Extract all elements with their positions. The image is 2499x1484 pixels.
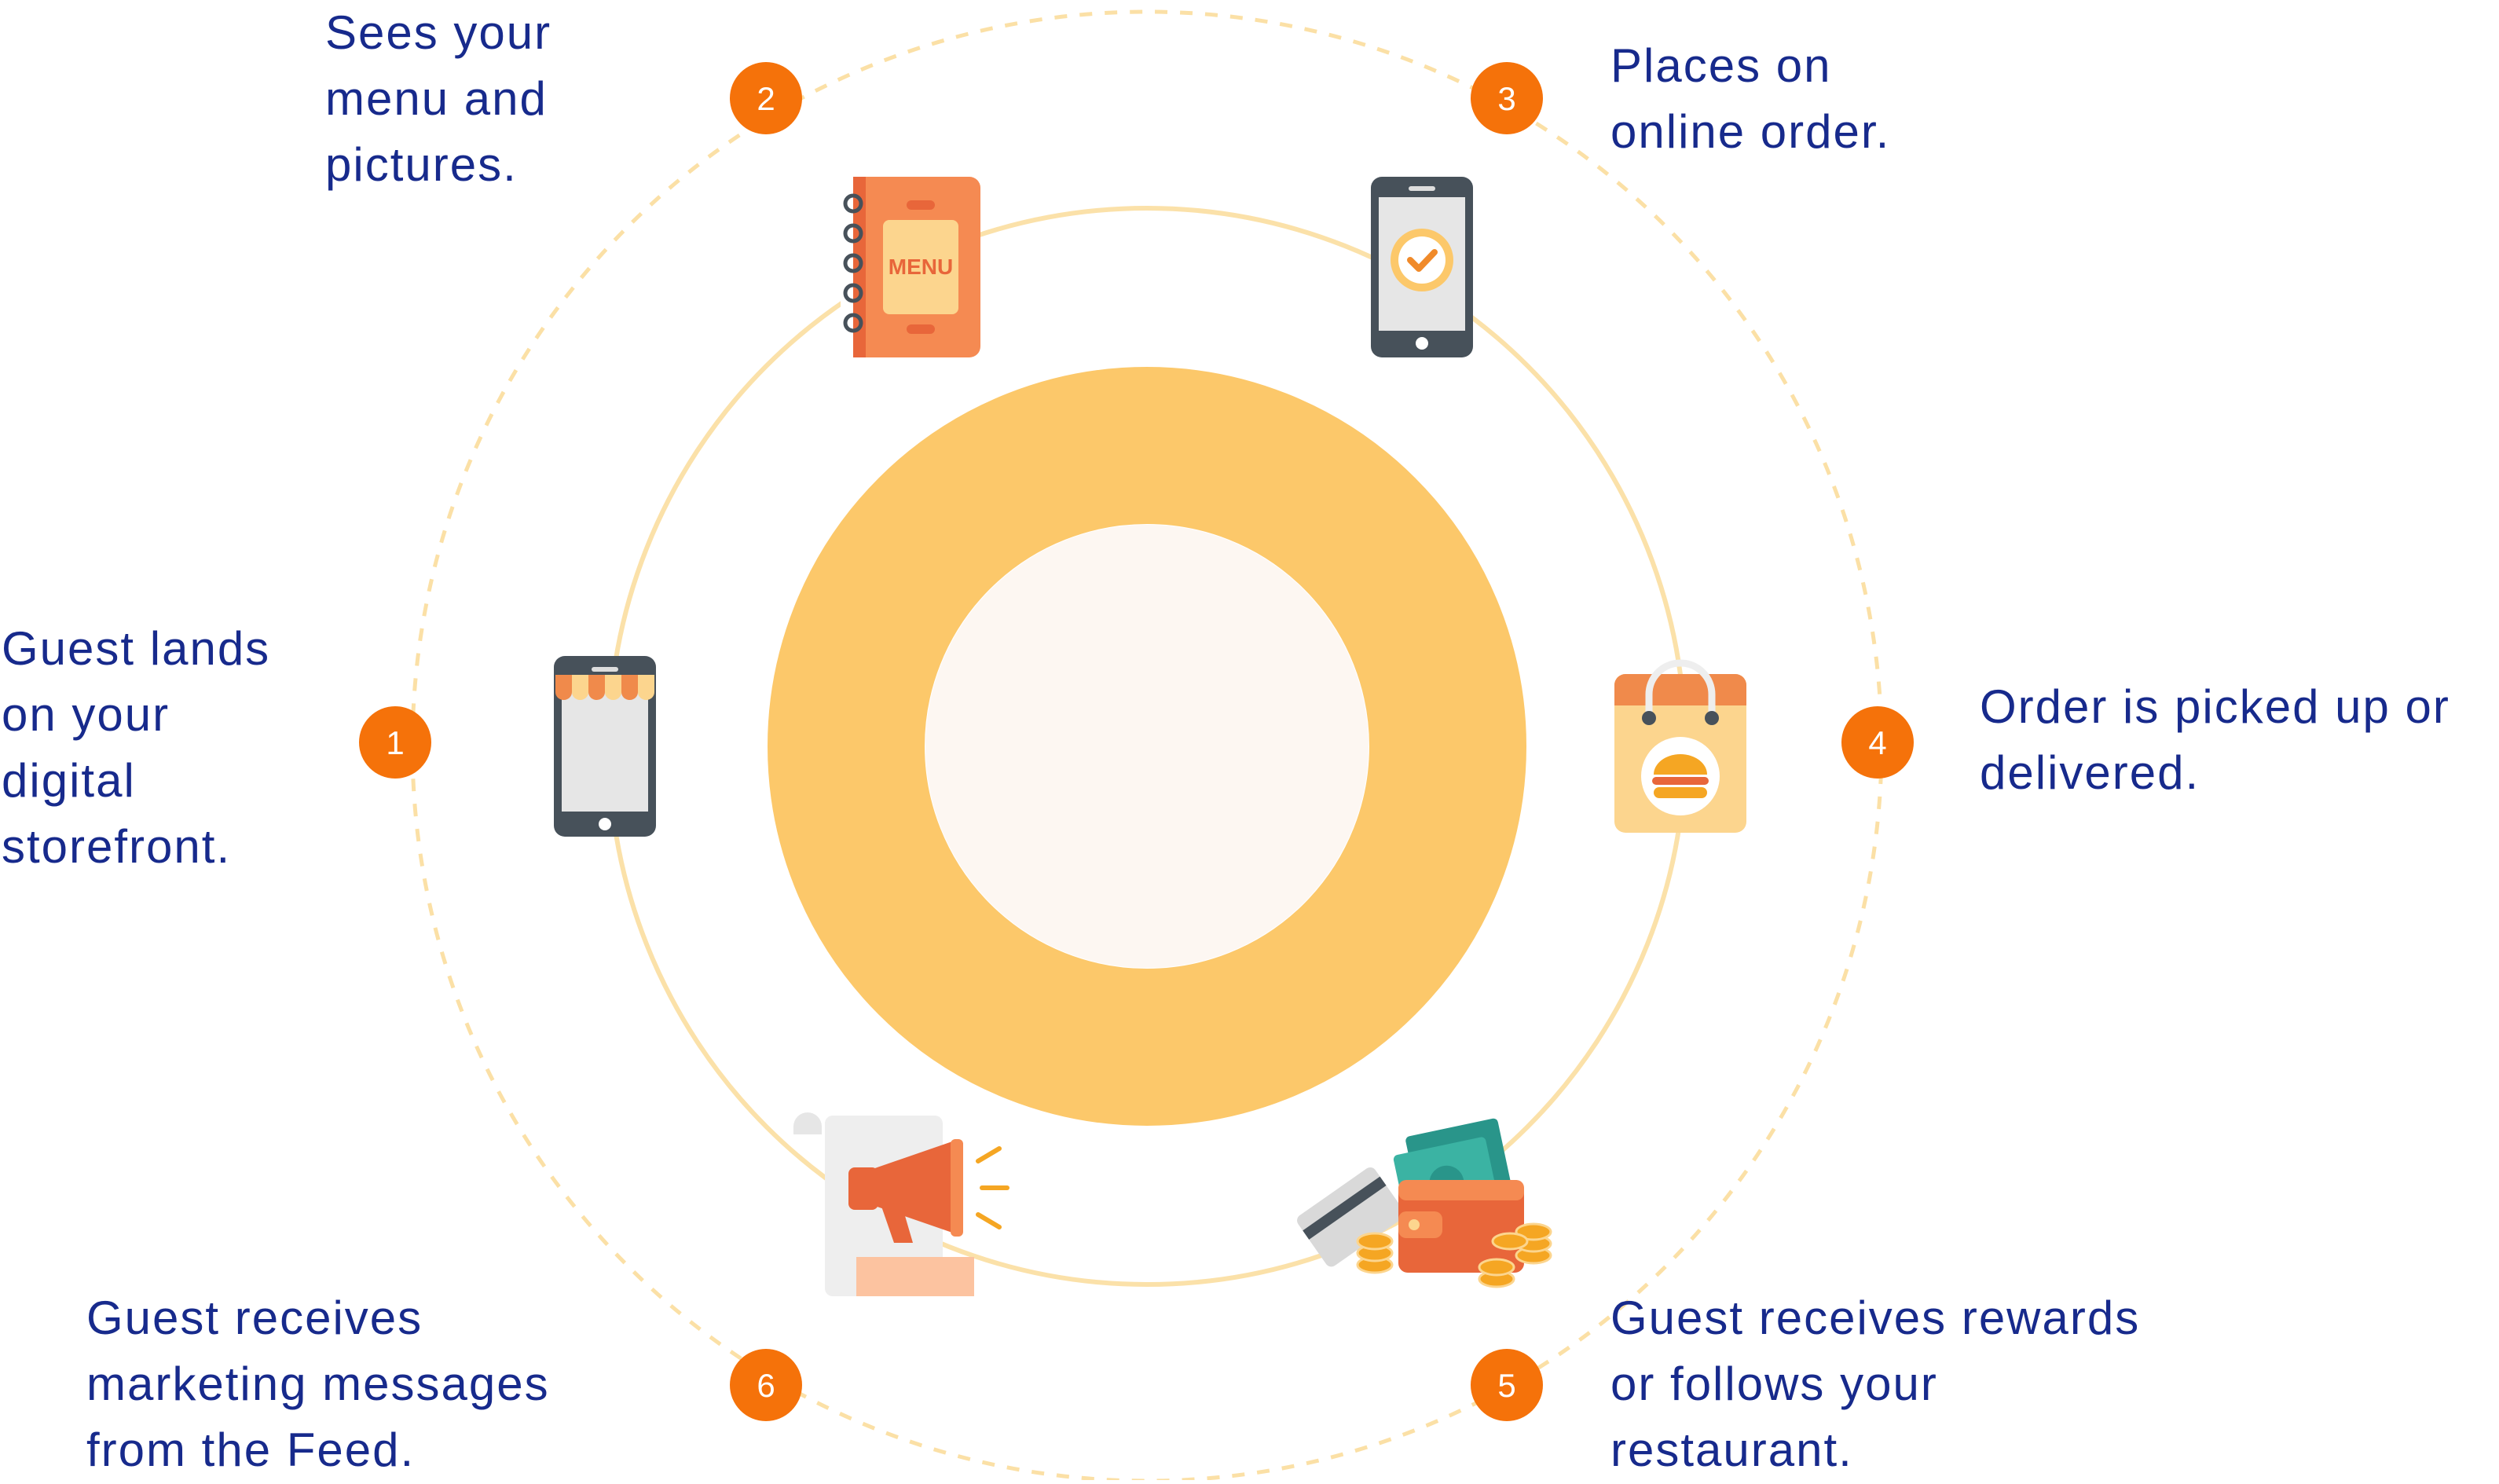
step-2-number: 2 — [757, 80, 775, 117]
wallet-money-icon — [1297, 1118, 1552, 1288]
center-donut — [768, 367, 1526, 1126]
takeout-bag-icon — [1614, 659, 1746, 833]
step-2-line: pictures. — [325, 138, 518, 191]
step-5-line: restaurant. — [1610, 1424, 1853, 1476]
step-4-text: Order is picked up or delivered. — [1980, 674, 2450, 806]
step-5-badge — [1471, 1349, 1543, 1421]
step-6-text: Guest receives marketing messages from t… — [86, 1285, 550, 1483]
donut-center — [925, 525, 1369, 968]
step-4-badge — [1841, 706, 1914, 779]
step-6-badge — [730, 1349, 802, 1421]
step-6-line: from the Feed. — [86, 1424, 416, 1476]
step-4-number: 4 — [1868, 724, 1886, 761]
megaphone-scroll-icon — [793, 1112, 1009, 1296]
step-3-text: Places on online order. — [1610, 33, 1890, 165]
step-2-badge — [730, 62, 802, 134]
step-1-line: on your — [2, 688, 170, 741]
step-1-line: Guest lands — [2, 622, 271, 675]
step-3-number: 3 — [1497, 80, 1515, 117]
step-1-text: Guest lands on your digital storefront. — [2, 616, 270, 880]
step-3-line: online order. — [1610, 105, 1891, 158]
step-6-line: marketing messages — [86, 1358, 550, 1410]
step-1-line: digital — [2, 754, 136, 807]
step-5-text: Guest receives rewards or follows your r… — [1610, 1285, 2140, 1483]
phone-checkmark-icon — [1371, 177, 1473, 357]
step-2-text: Sees your menu and pictures. — [325, 0, 551, 198]
step-3-line: Places on — [1610, 39, 1832, 92]
step-1-number: 1 — [386, 724, 404, 761]
step-4-line: delivered. — [1980, 746, 2200, 799]
step-2-line: Sees your — [325, 6, 552, 59]
step-4-line: Order is picked up or — [1980, 680, 2450, 733]
step-2-line: menu and — [325, 72, 548, 125]
step-6-number: 6 — [757, 1367, 775, 1404]
step-1-badge — [359, 706, 431, 779]
step-6-line: Guest receives — [86, 1292, 423, 1344]
step-5-line: Guest receives rewards — [1610, 1292, 2141, 1344]
menu-book-icon: MENU — [841, 177, 980, 357]
step-5-line: or follows your — [1610, 1358, 1938, 1410]
step-3-badge — [1471, 62, 1543, 134]
storefront-phone-icon — [554, 656, 656, 837]
menu-icon-label: MENU — [889, 255, 953, 279]
step-badges: 1 2 3 4 5 6 — [359, 62, 1914, 1421]
step-1-line: storefront. — [2, 820, 232, 873]
step-5-number: 5 — [1497, 1367, 1515, 1404]
